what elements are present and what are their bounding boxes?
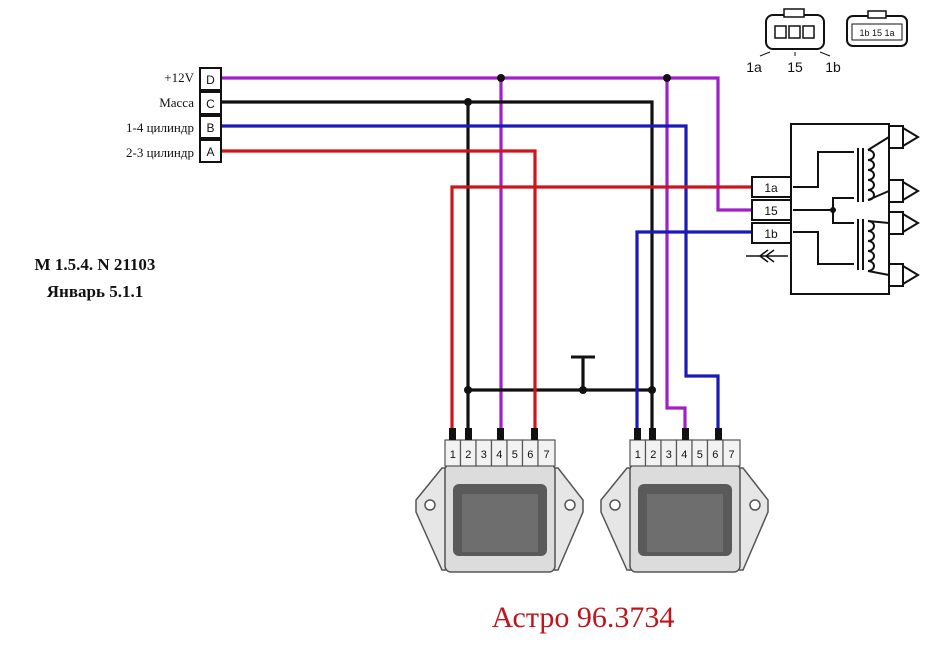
module-right: 1 2 3 4 5 6 7 <box>600 428 769 573</box>
coil-terminal-15: 15 <box>764 204 778 218</box>
pin-D: D <box>206 73 215 87</box>
module-left-pin-7: 7 <box>543 449 549 461</box>
ignition-coil: 1a 15 1b <box>746 123 920 295</box>
coil-terminal-1b: 1b <box>764 227 778 241</box>
junction-dots <box>464 74 671 394</box>
module-left-pin-3: 3 <box>481 449 487 461</box>
module-right-pin-1: 1 <box>635 449 641 461</box>
module-left-pin-4: 4 <box>496 449 502 461</box>
top-connector-label-15: 15 <box>787 59 803 75</box>
connector-arrow-icon <box>746 249 788 263</box>
module-left-pin-1: 1 <box>450 449 456 461</box>
module-right-pin-7: 7 <box>728 449 734 461</box>
small-connector-text: 1b 15 1a <box>859 28 894 38</box>
top-connector-label-1b: 1b <box>825 59 841 75</box>
module-right-pin-4: 4 <box>681 449 687 461</box>
pin-C: C <box>206 97 215 111</box>
coil-connector-front-icon <box>759 8 831 57</box>
wire-cyl14 <box>221 124 720 430</box>
label-plus12v: +12V <box>164 70 194 85</box>
module-title: Астро 96.3734 <box>492 601 675 634</box>
module-right-pin-5: 5 <box>697 449 703 461</box>
ecu-line-2: Январь 5.1.1 <box>47 282 143 301</box>
module-right-pin-6: 6 <box>712 449 718 461</box>
label-massa: Масса <box>159 95 194 110</box>
label-cyl14: 1-4 цилиндр <box>126 120 194 135</box>
label-cyl23: 2-3 цилиндр <box>126 145 194 160</box>
pin-A: A <box>206 145 214 159</box>
coil-terminal-1a: 1a <box>764 181 778 195</box>
module-left-pin-2: 2 <box>465 449 471 461</box>
module-right-pin-2: 2 <box>650 449 656 461</box>
module-left-pin-5: 5 <box>512 449 518 461</box>
module-right-pin-3: 3 <box>666 449 672 461</box>
coil-connector-rear-icon: 1b 15 1a <box>846 10 908 47</box>
wire-cyl23 <box>221 149 537 430</box>
wire-plus12v-drop-right <box>665 78 687 430</box>
wire-cyl23-coil <box>450 185 752 430</box>
ecu-line-1: M 1.5.4. N 21103 <box>35 255 156 274</box>
wire-cyl14-coil <box>635 230 752 430</box>
top-connector-label-1a: 1a <box>746 59 762 75</box>
pin-B: B <box>206 121 214 135</box>
wire-ground <box>221 100 654 430</box>
left-connector: D C B A <box>199 67 222 163</box>
wire-plus12v <box>221 76 752 212</box>
module-left-pin-6: 6 <box>527 449 533 461</box>
module-left: 1 2 3 4 5 6 7 <box>415 428 584 573</box>
